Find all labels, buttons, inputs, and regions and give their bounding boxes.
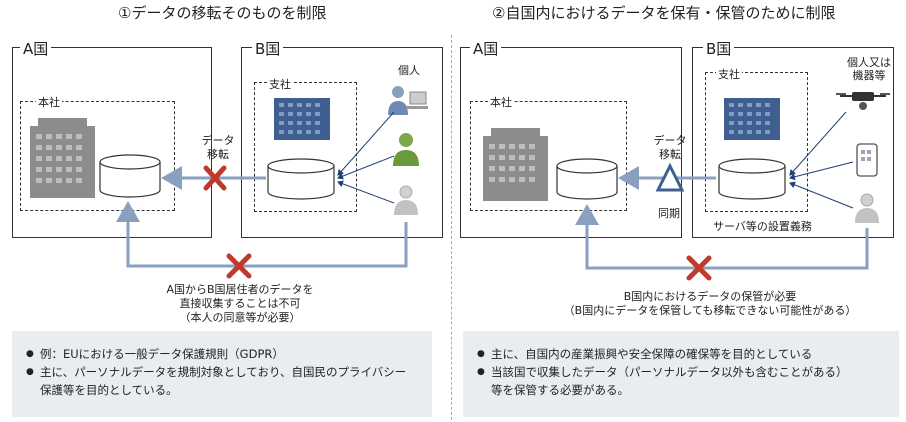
sync-label: 同期 [658,207,680,220]
headquarters-box [20,101,175,211]
flow-arrow [789,181,854,209]
db-a-icon [99,154,161,198]
blocked-cross-icon [203,165,227,191]
branch-label: 支社 [267,76,293,92]
right-note-2: 当該国で収集したデータ（パーソナルデータ以外も含むことがある） [477,363,887,381]
blocked-cross-icon [226,253,252,279]
flow-arrow [337,180,395,204]
direct-collection-path [116,201,408,268]
branch-box [254,82,357,212]
right-note-2-cont: 等を保管する必要がある。 [491,383,629,397]
hq-building-icon [483,128,548,201]
right-headquarters-box [470,101,627,211]
right-branch-label: 支社 [716,66,742,82]
left-note-2-cont: 保護等を目的としている。 [40,383,178,397]
branch-building-icon [724,98,780,140]
transfer-label: データ 移転 [196,134,240,162]
transfer-label-line2: 移転 [207,148,229,161]
individual-label: 個人 [398,64,420,77]
right-panel-title: ②自国内におけるデータを保有・保管のために制限 [492,4,836,22]
left-note-1: 例：EUにおける一般データ保護規則（GDPR） [26,345,420,363]
right-transfer-label-line1: データ [653,134,687,147]
right-headquarters-label: 本社 [488,94,514,110]
device-label-line1: 個人又は [847,56,891,69]
drone-icon [836,92,890,110]
headquarters-label: 本社 [36,94,62,110]
right-note-1: 主に、自国内の産業振興や安全保障の確保等を目的としている [477,345,887,363]
person-icon [394,185,418,215]
server-duty-label: サーバ等の設置義務 [713,220,812,233]
right-caption-line2: （B国内にデータを保管しても移転できない可能性がある） [563,304,857,317]
left-caption-line1: A国からB国居住者のデータを [166,283,314,296]
conditional-triangle-icon [655,162,685,192]
panel-divider [451,35,452,420]
blocked-cross-icon [686,255,712,281]
left-caption: A国からB国居住者のデータを 直接収集することは不可 （本人の同意等が必要） [150,283,330,325]
flow-arrow [337,155,395,180]
right-caption: B国内におけるデータの保管が必要 （B国内にデータを保管しても移転できない可能性… [560,290,860,318]
left-caption-line2: 直接収集することは不可 [179,297,301,310]
right-transfer-label: データ 移転 [648,134,692,162]
right-db-b-icon [718,158,786,200]
right-country-b-label: B国 [703,38,735,59]
right-country-a-label: A国 [470,38,502,59]
person-icon [855,193,879,223]
left-notes: 例：EUにおける一般データ保護規則（GDPR） 主に、パーソナルデータを規制対象… [12,331,432,417]
right-db-a-icon [556,158,618,200]
right-branch-box [705,72,808,212]
device-label: 個人又は 機器等 [843,56,895,82]
left-panel-title: ①データの移転そのものを制限 [118,4,327,22]
right-direct-collection-path [575,204,869,270]
right-notes: 主に、自国内の産業振興や安全保障の確保等を目的としている 当該国で収集したデータ… [463,331,899,417]
device-label-line2: 機器等 [852,69,886,82]
person-computer-icon [388,86,428,115]
flow-arrow [337,111,395,176]
right-transfer-label-line2: 移転 [659,148,681,161]
country-a-label: A国 [20,38,52,59]
smartphone-icon [856,143,878,177]
hq-building-icon [30,118,95,198]
branch-building-icon [274,98,330,140]
person-icon [393,133,419,166]
left-note-2: 主に、パーソナルデータを規制対象としており、自国民のプライバシー [26,363,420,381]
flow-arrow [789,111,847,176]
left-caption-line3: （本人の同意等が必要） [179,311,301,324]
db-b-icon [267,158,335,200]
country-b-label: B国 [252,38,284,59]
right-caption-line1: B国内におけるデータの保管が必要 [623,290,797,303]
flow-arrow [789,161,854,181]
transfer-label-line1: データ [201,134,235,147]
